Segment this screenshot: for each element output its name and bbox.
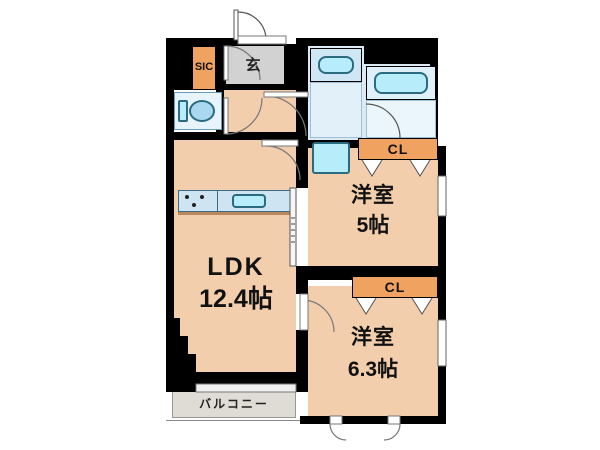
bathtub-icon — [318, 56, 354, 74]
closet-upper — [358, 138, 438, 160]
toilet-tank-icon — [178, 100, 188, 122]
ldk-floor — [172, 140, 296, 390]
wall-corridor-top-right — [284, 44, 300, 84]
gas-stove-icon — [178, 190, 218, 212]
balcony-rail — [166, 420, 302, 426]
wall-right-bed63 — [438, 278, 446, 424]
ldk-name-label: LDK — [207, 252, 265, 281]
bedroom-63-floor — [308, 286, 438, 418]
toilet-bowl-icon — [189, 100, 215, 122]
closet-lower-label: CL — [384, 279, 406, 295]
bedroom-5-name-label: 洋室 — [351, 183, 395, 207]
wall-top-right — [300, 38, 438, 46]
bedroom-63-name-label: 洋室 — [351, 325, 395, 349]
stove-burner-2 — [200, 195, 204, 199]
wall-center-vertical-lower — [296, 266, 308, 294]
sic-closet — [192, 46, 216, 90]
wall-sic-right-fill — [216, 46, 226, 90]
wall-sic-left-fill — [174, 46, 192, 90]
wall-right-bed5 — [438, 146, 446, 278]
wall-center-vertical-upper — [296, 140, 308, 188]
sic-label: SIC — [194, 60, 214, 73]
bedroom-5-size-label: 5帖 — [356, 213, 390, 237]
wall-left-outer — [166, 38, 174, 138]
washbasin-icon — [374, 72, 428, 94]
stove-burner-3 — [192, 203, 196, 207]
counter-edge — [178, 212, 292, 215]
balcony-label: バルコニー — [199, 397, 269, 411]
stove-burner-1 — [185, 195, 189, 199]
closet-upper-label: CL — [387, 141, 409, 157]
wall-toilet-bottom — [174, 132, 296, 140]
wall-step-2 — [166, 336, 188, 354]
powder-room-body — [366, 100, 436, 138]
bedroom-63-size-label: 6.3帖 — [347, 357, 399, 381]
wall-center-vertical-bottom — [296, 330, 308, 392]
wall-bottom-bed63 — [300, 416, 446, 424]
bath-room-body — [310, 82, 362, 138]
ldk-size-label: 12.4帖 — [199, 284, 273, 313]
wall-bottom-ldk — [166, 384, 302, 392]
entrance-label: 玄 — [245, 56, 261, 74]
wall-top-left — [166, 38, 284, 46]
wall-bath-block-right — [364, 44, 430, 64]
wall-step-1 — [166, 318, 180, 336]
wall-step-3 — [166, 354, 196, 372]
washing-machine-icon — [312, 142, 350, 174]
wall-entry-bottom — [224, 84, 308, 90]
balcony-floor — [172, 390, 296, 418]
wall-left-ldk — [166, 138, 174, 318]
closet-lower — [352, 276, 438, 298]
kitchen-sink-icon — [232, 194, 266, 208]
